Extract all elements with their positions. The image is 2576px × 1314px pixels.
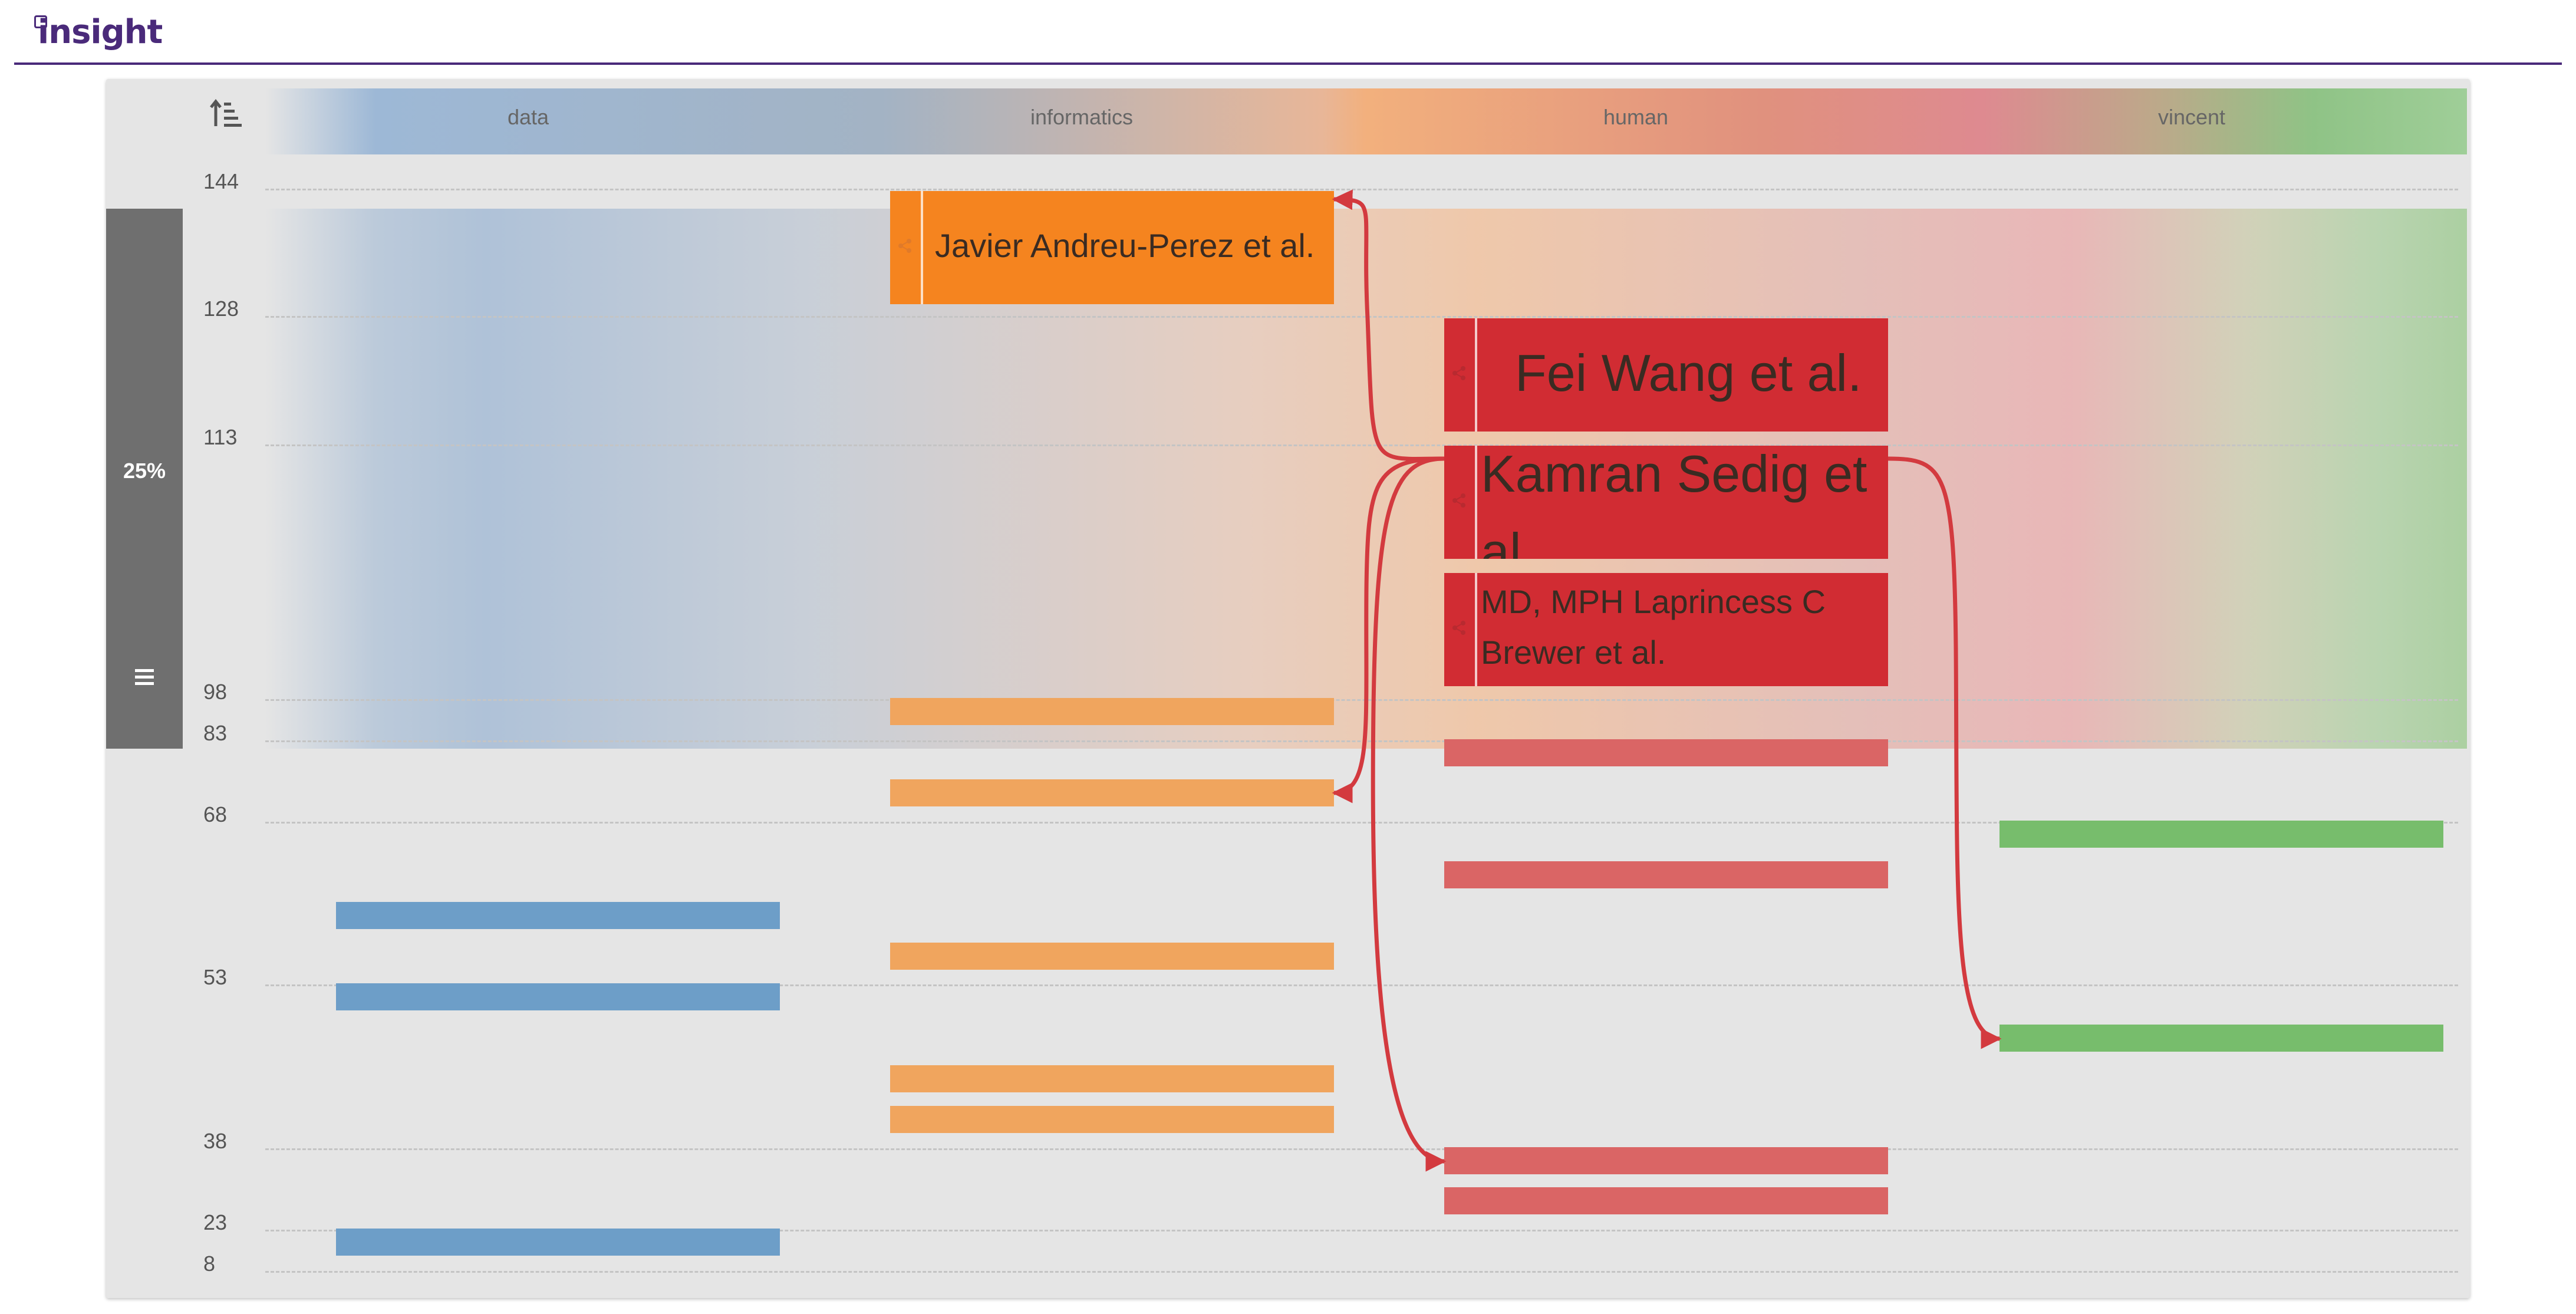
- paper-card[interactable]: Fei Wang et al.: [1444, 318, 1888, 432]
- paper-bar[interactable]: [336, 983, 780, 1010]
- gridline: [265, 822, 2458, 824]
- gridline: [265, 984, 2458, 986]
- gridline: [265, 1148, 2458, 1150]
- paper-card-title: MD, MPH Laprincess C Brewer et al.: [1481, 583, 1826, 671]
- paper-card[interactable]: Kamran Sedig et al.: [1444, 446, 1888, 559]
- gridline: [265, 189, 2458, 190]
- share-node-icon: [898, 239, 911, 253]
- paper-bar[interactable]: [890, 1106, 1334, 1133]
- gridline: [265, 1230, 2458, 1231]
- paper-bar[interactable]: [890, 698, 1334, 725]
- card-divider: [921, 191, 923, 304]
- paper-bar[interactable]: [336, 1229, 780, 1256]
- y-tick-label: 38: [203, 1129, 228, 1153]
- paper-bar[interactable]: [1444, 861, 1888, 888]
- paper-bar[interactable]: [1444, 1187, 1888, 1214]
- card-divider: [1475, 446, 1477, 559]
- paper-bar[interactable]: [1444, 1147, 1888, 1174]
- gridline: [265, 316, 2458, 318]
- column-header-vincent[interactable]: vincent: [2157, 105, 2226, 129]
- header-divider: [14, 62, 2562, 65]
- y-tick-label: 83: [203, 721, 228, 745]
- paper-bar[interactable]: [1999, 1025, 2443, 1052]
- timeline-panel: data informatics human vincent 25% 144 1…: [106, 79, 2470, 1298]
- app-logo[interactable]: insight: [32, 11, 173, 58]
- column-header-data[interactable]: data: [507, 105, 549, 129]
- paper-card[interactable]: Javier Andreu-Perez et al.: [890, 191, 1334, 304]
- share-node-icon: [1452, 366, 1465, 380]
- y-tick-label: 144: [203, 169, 239, 193]
- column-header-informatics[interactable]: informatics: [1030, 105, 1134, 129]
- paper-card-title: Fei Wang et al.: [1515, 344, 1862, 402]
- gridline: [265, 699, 2458, 701]
- logo-text: insight: [38, 13, 163, 51]
- column-header-human[interactable]: human: [1603, 105, 1669, 129]
- sort-ascending-button[interactable]: [205, 93, 246, 134]
- column-header-band: [265, 88, 2467, 154]
- paper-card-title: Kamran Sedig et al.: [1481, 446, 1867, 559]
- paper-card[interactable]: MD, MPH Laprincess C Brewer et al.: [1444, 573, 1888, 686]
- y-tick-label: 128: [203, 297, 239, 321]
- paper-bar[interactable]: [336, 902, 780, 929]
- paper-bar[interactable]: [1999, 821, 2443, 848]
- gridline: [265, 1271, 2458, 1273]
- logo-mark-icon: [34, 15, 47, 28]
- card-divider: [1475, 318, 1477, 432]
- sort-ascending-icon: [210, 98, 242, 127]
- paper-bar[interactable]: [890, 943, 1334, 970]
- share-node-icon: [1452, 493, 1465, 508]
- paper-bar[interactable]: [1444, 739, 1888, 766]
- y-tick-label: 113: [203, 425, 238, 449]
- paper-bar[interactable]: [890, 1065, 1334, 1092]
- gridline: [265, 740, 2458, 742]
- y-tick-label: 98: [203, 680, 228, 704]
- hamburger-menu-icon[interactable]: [133, 666, 156, 689]
- selection-handle[interactable]: 25%: [106, 209, 183, 749]
- share-node-icon: [1452, 621, 1465, 635]
- gridline: [265, 444, 2458, 446]
- y-tick-label: 53: [203, 965, 228, 989]
- y-tick-label: 23: [203, 1210, 228, 1234]
- y-tick-label: 68: [203, 802, 228, 826]
- paper-card-title: Javier Andreu-Perez et al.: [935, 227, 1315, 264]
- y-tick-label: 8: [203, 1252, 216, 1276]
- paper-bar[interactable]: [890, 779, 1334, 806]
- selection-percent-label: 25%: [123, 459, 166, 483]
- card-divider: [1475, 573, 1477, 686]
- selection-range-band: [265, 209, 2467, 749]
